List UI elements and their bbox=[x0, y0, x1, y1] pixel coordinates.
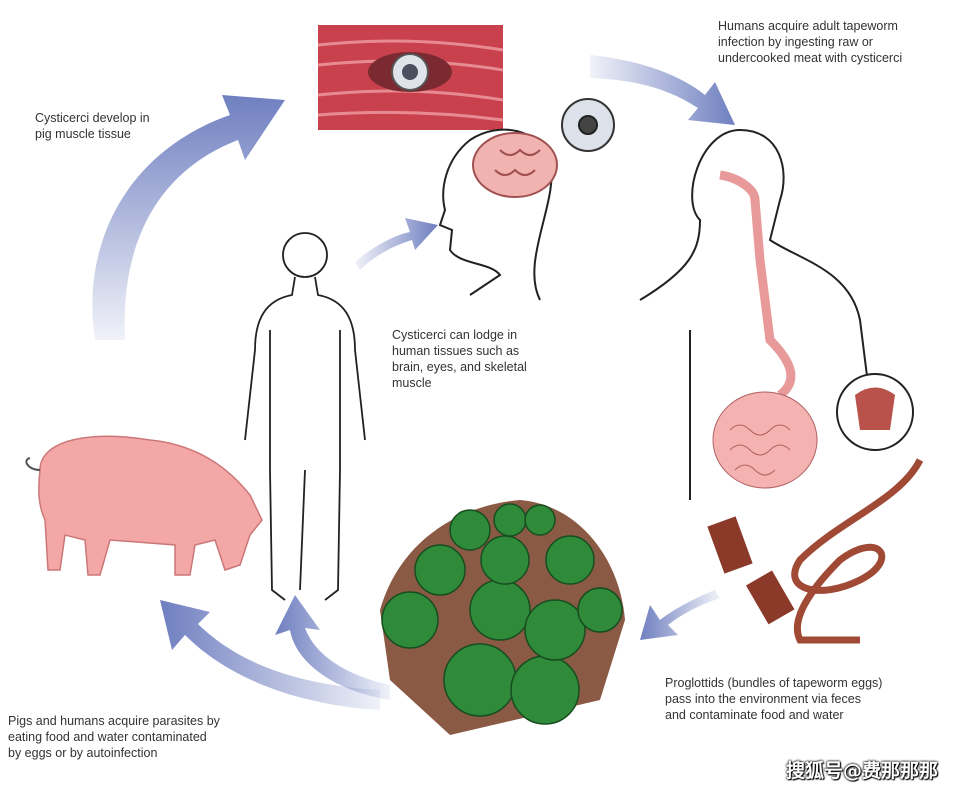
human-head-brain-illustration bbox=[438, 98, 615, 301]
watermark: 搜狐号@费那那那 bbox=[785, 760, 938, 782]
cycle-arrow-to-head bbox=[355, 218, 438, 270]
cycle-arrow-top-right bbox=[590, 55, 735, 125]
pig-illustration bbox=[25, 435, 263, 576]
caption-human-tissue: Cysticerci can lodge in human tissues su… bbox=[392, 328, 527, 390]
cycle-arrow-bottom-left bbox=[160, 595, 390, 710]
caption-pig-muscle: Cysticerci develop in pig muscle tissue bbox=[35, 111, 150, 141]
tapeworm-proglottids-illustration bbox=[707, 458, 924, 644]
caption-ingestion: Pigs and humans acquire parasites by eat… bbox=[8, 714, 220, 760]
human-body-outline bbox=[244, 232, 366, 601]
caption-proglottids: Proglottids (bundles of tapeworm eggs) p… bbox=[665, 676, 883, 722]
pig-muscle-cyst-illustration bbox=[317, 25, 504, 130]
caption-human-adult-infection: Humans acquire adult tapeworm infection … bbox=[718, 19, 903, 65]
human-digestive-tract-illustration bbox=[639, 128, 914, 500]
contaminated-vegetable-field-illustration bbox=[380, 500, 625, 735]
cycle-arrow-right-down bbox=[640, 590, 720, 640]
cycle-arrow-left-up bbox=[92, 95, 285, 340]
